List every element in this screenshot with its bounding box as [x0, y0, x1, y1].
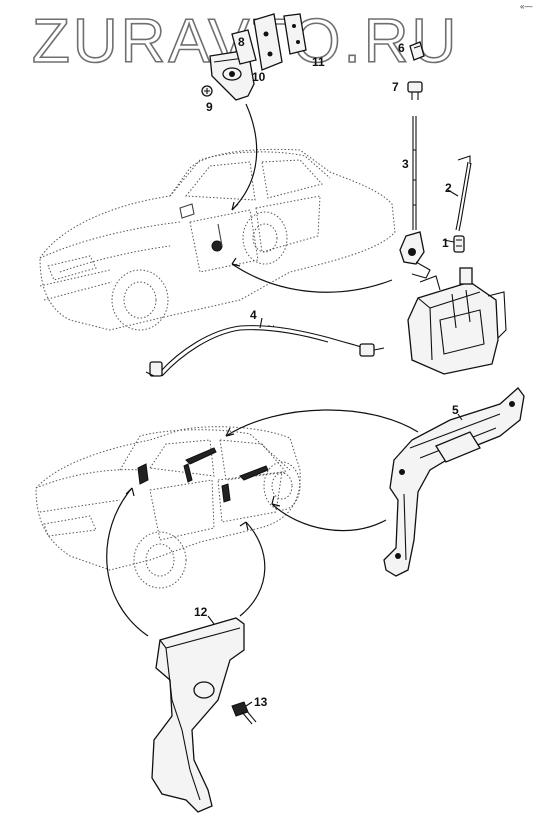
- callout-5: 5: [452, 403, 459, 417]
- bracket-part-12: [151, 617, 245, 813]
- callout-4: 4: [250, 308, 257, 322]
- door-lock-actuator: [407, 267, 507, 375]
- callout-10: 10: [252, 70, 266, 84]
- callout-2: 2: [445, 181, 452, 195]
- window-strip-part: [221, 483, 231, 503]
- window-strip-part: [185, 447, 217, 465]
- bolt-part-13: [231, 701, 257, 725]
- corner-mark: «—: [520, 2, 532, 11]
- grommet-part-7: [407, 81, 423, 100]
- callout-12: 12: [194, 605, 208, 619]
- callout-6: 6: [398, 41, 405, 55]
- clip-part-1: [453, 235, 465, 253]
- callout-13: 13: [254, 695, 268, 709]
- lock-knob-part-6: [409, 41, 425, 61]
- window-strip-part: [183, 463, 193, 483]
- inner-handle-frame-part-5: [383, 387, 525, 577]
- callout-3: 3: [402, 157, 409, 171]
- window-strip-part: [137, 463, 149, 485]
- callout-7: 7: [392, 80, 399, 94]
- callout-8: 8: [238, 35, 245, 49]
- callout-11: 11: [312, 55, 325, 69]
- leader-lines: [106, 103, 463, 707]
- callout-1: 1: [442, 236, 449, 250]
- rod-link-part-2: [455, 155, 472, 232]
- door-lock-marker: [211, 240, 223, 252]
- bottom-car-illustration: [35, 426, 301, 589]
- door-striker-assembly: [209, 13, 307, 101]
- top-car-illustration: [39, 148, 396, 331]
- screw-part-9: [201, 85, 213, 97]
- callout-9: 9: [206, 100, 213, 114]
- door-cable-part-4: [145, 325, 385, 377]
- lock-rod-part-3: [399, 116, 431, 279]
- window-strip-part: [239, 465, 269, 481]
